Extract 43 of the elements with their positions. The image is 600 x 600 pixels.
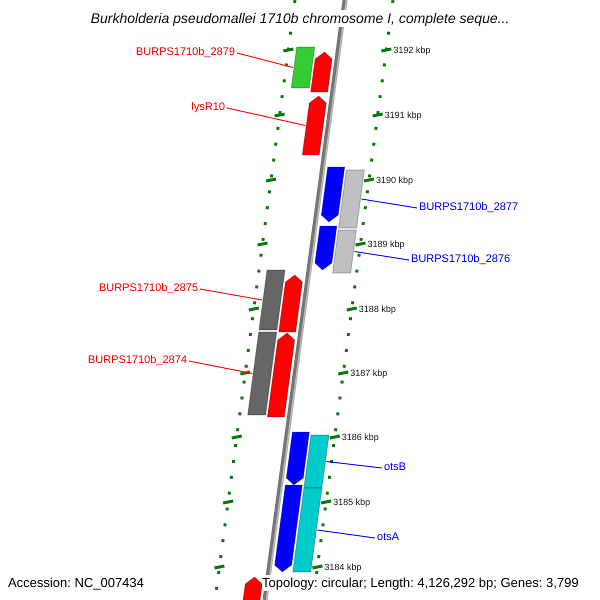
gene-label: BURPS1710b_2877 [419, 201, 518, 214]
gene-feature [258, 270, 286, 330]
gene-label: BURPS1710b_2875 [98, 282, 198, 295]
gene-feature [303, 434, 330, 488]
gene-feature [290, 46, 316, 88]
gene-feature [338, 170, 365, 228]
leader-line [354, 251, 410, 260]
gene-feature [332, 230, 357, 274]
leader-line [316, 530, 376, 538]
gene-feature [266, 332, 296, 418]
leader-line [226, 108, 306, 126]
gene-label: lysR10 [191, 101, 225, 114]
leader-line [188, 360, 253, 374]
info-text: Accession: NC_007434 [8, 575, 144, 591]
leader-line [236, 52, 294, 68]
gene-feature [242, 576, 263, 600]
gene-label: otsA [377, 531, 400, 544]
gene-feature [314, 226, 338, 271]
tick-label: 3186 kbp [342, 432, 379, 443]
gene-feature [278, 274, 303, 332]
gene-label: BURPS1710b_2879 [136, 46, 235, 59]
gene-feature [247, 332, 278, 416]
gene-feature [274, 484, 303, 573]
info-text: Topology: circular; Length: 4,126,292 bp; Genes: 3,799 [262, 575, 579, 591]
gene-label: BURPS1710b_2874 [88, 354, 187, 367]
leader-line [326, 461, 382, 468]
gene-feature [302, 95, 327, 156]
tick-label: 3192 kbp [393, 45, 430, 56]
tick-label: 3189 kbp [367, 239, 405, 250]
tick-label: 3187 kbp [350, 368, 388, 379]
tick-label: 3184 kbp [324, 562, 362, 573]
leader-line [200, 288, 262, 300]
tick-label: 3185 kbp [333, 497, 370, 508]
leader-line [360, 198, 418, 208]
gene-feature [310, 51, 333, 92]
tick-label: 3190 kbp [376, 175, 414, 186]
gene-feature [286, 432, 310, 486]
gene-feature [320, 166, 346, 223]
gene-label: otsB [384, 461, 406, 474]
gene-label: BURPS1710b_2876 [411, 253, 510, 266]
gene-feature [292, 488, 322, 572]
tick-label: 3188 kbp [358, 304, 396, 315]
tick-label: 3191 kbp [384, 110, 422, 121]
